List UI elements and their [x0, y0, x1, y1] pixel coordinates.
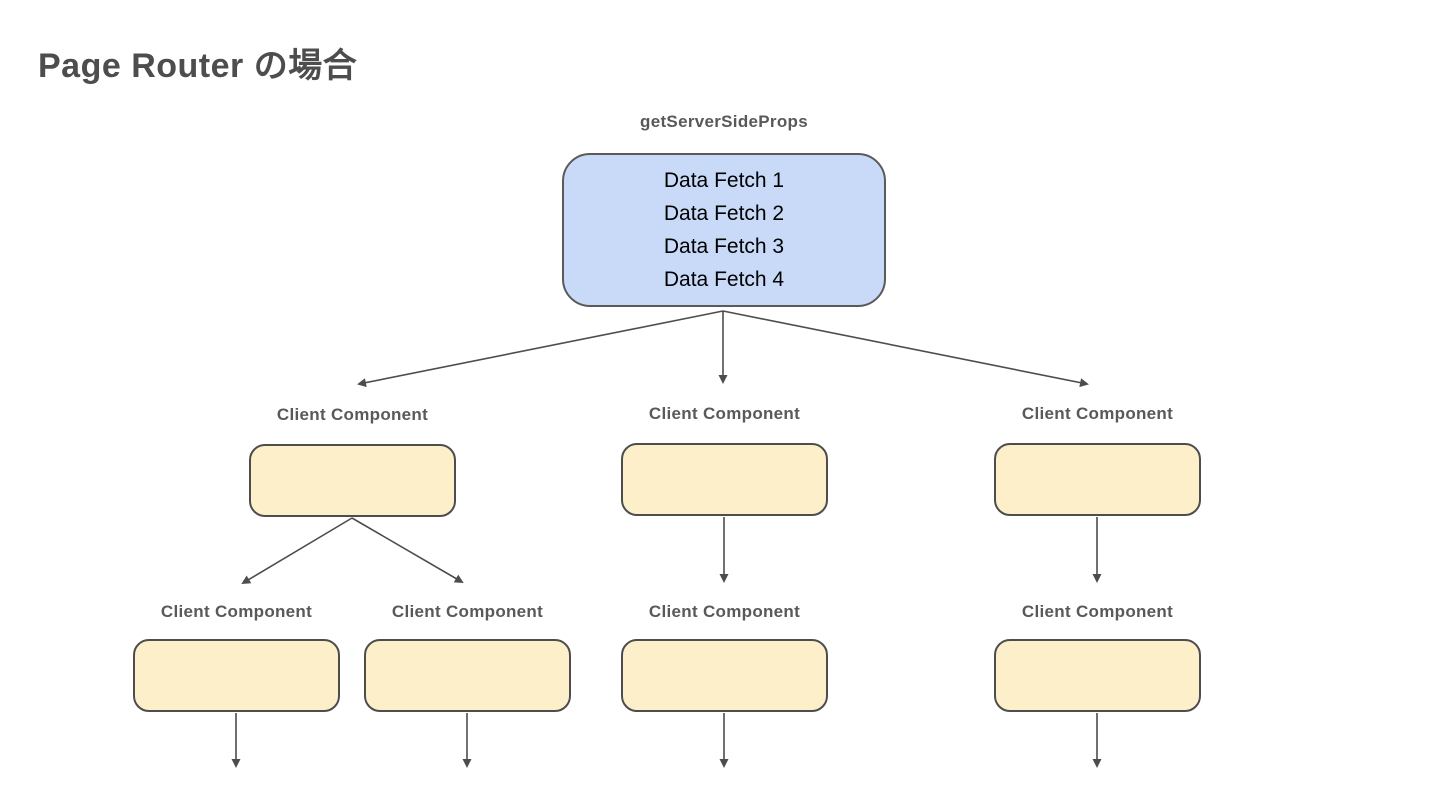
server-node-label: getServerSideProps — [640, 112, 808, 131]
client-node-box-bottom-1 — [133, 639, 340, 712]
page-title: Page Router の場合 — [38, 47, 358, 85]
client-node-label: Client Component — [1021, 404, 1174, 423]
arrow-left-to-child2 — [351, 517, 464, 584]
client-node-box-mid-left — [249, 444, 456, 517]
data-fetch-line: Data Fetch 3 — [663, 235, 785, 258]
data-fetch-line: Data Fetch 2 — [663, 202, 785, 225]
data-fetch-line: Data Fetch 1 — [663, 169, 785, 192]
arrow-server-to-left — [357, 310, 724, 388]
client-node-label: Client Component — [160, 602, 313, 621]
data-fetch-line: Data Fetch 4 — [663, 268, 785, 291]
client-node-box-bottom-2 — [364, 639, 571, 712]
server-node-box: Data Fetch 1 Data Fetch 2 Data Fetch 3 D… — [562, 153, 886, 307]
client-node-label: Client Component — [648, 404, 801, 423]
client-node-label: Client Component — [276, 405, 429, 424]
client-node-label: Client Component — [391, 602, 544, 621]
client-node-label: Client Component — [1021, 602, 1174, 621]
arrow-left-to-child1 — [241, 517, 353, 585]
client-node-box-bottom-4 — [994, 639, 1201, 712]
client-node-box-mid-right — [994, 443, 1201, 516]
client-node-box-mid-center — [621, 443, 828, 516]
arrow-server-to-right — [722, 310, 1089, 388]
client-node-box-bottom-3 — [621, 639, 828, 712]
client-node-label: Client Component — [648, 602, 801, 621]
